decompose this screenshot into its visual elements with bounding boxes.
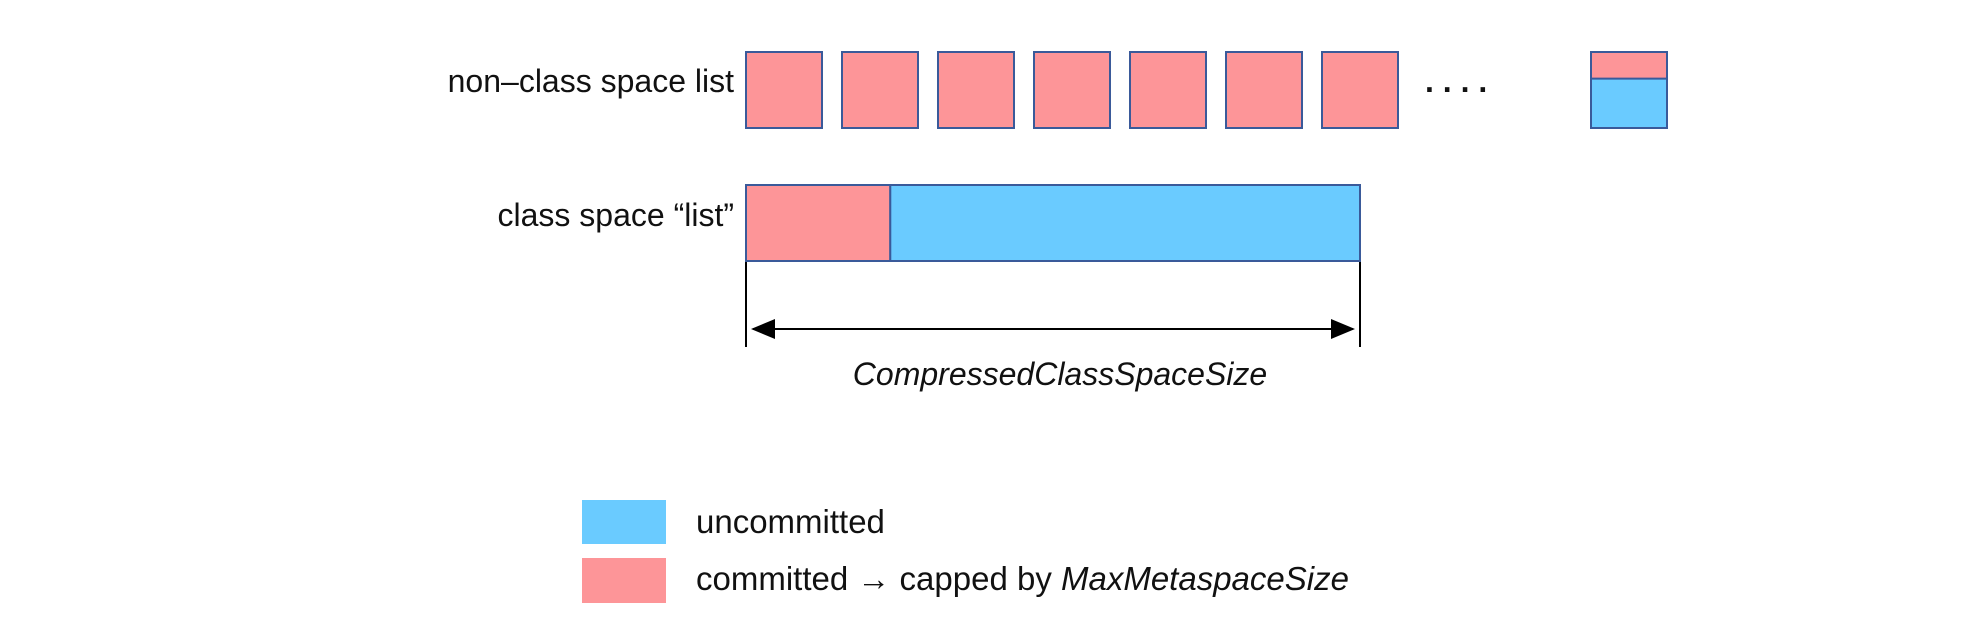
legend-committed-label: committed → capped by MaxMetaspaceSize [696,560,1349,597]
legend-committed-italic: MaxMetaspaceSize [1061,560,1349,597]
partial-chunk-committed [1591,52,1667,79]
class-space-bar [745,184,1361,262]
class-space-committed [745,184,892,262]
nonclass-chunk [937,51,1015,129]
partial-chunk-uncommitted [1591,78,1667,128]
nonclass-chunk [841,51,919,129]
compressed-class-space-size-label: CompressedClassSpaceSize [853,356,1267,392]
partial-chunk-outline [1590,51,1668,129]
class-space-uncommitted [889,184,1361,262]
nonclass-chunk [1129,51,1207,129]
legend-committed-swatch [582,558,666,603]
nonclass-space-label: non–class space list [448,63,734,99]
nonclass-chunk [745,51,823,129]
nonclass-chunk [1321,51,1399,129]
legend-uncommitted-swatch [582,500,666,544]
class-space-label: class space “list” [498,197,735,233]
legend-committed-prefix: committed → capped by [696,560,1061,597]
ellipsis-dots: . . . . [1425,63,1487,99]
nonclass-chunk-list [745,51,1399,129]
nonclass-chunk [1033,51,1111,129]
legend-uncommitted-label: uncommitted [696,503,885,540]
nonclass-chunk [1225,51,1303,129]
nonclass-partial-chunk [1590,51,1668,129]
